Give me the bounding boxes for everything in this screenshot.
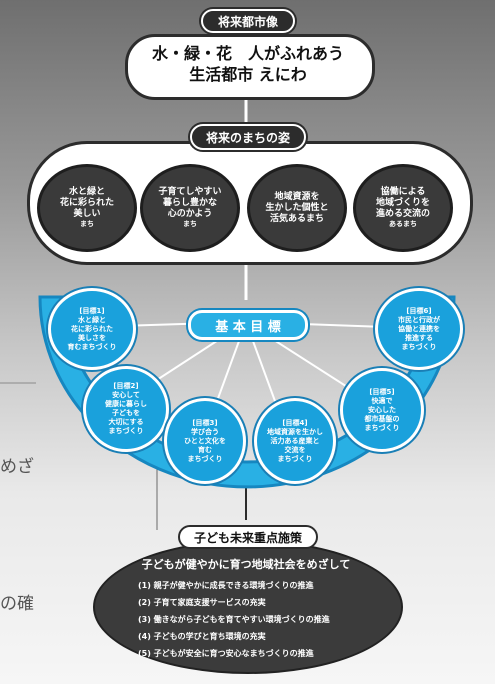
goal-line: 交流を xyxy=(284,445,306,454)
goal-head: [目標6] xyxy=(406,306,432,315)
kids-list-item: (3) 働きながら子どもを育てやすい環境づくりの推進 xyxy=(138,615,330,624)
goal-head: [目標5] xyxy=(369,387,395,396)
vision-tag: 将来都市像 xyxy=(201,9,295,33)
goal-line: 育む xyxy=(198,445,212,454)
goal-line: まちづくり xyxy=(364,423,400,432)
kids-list-item: (4) 子どもの学びと育ち環境の充実 xyxy=(138,632,266,641)
goal-line: 花に彩られた xyxy=(71,324,113,333)
future-item-line: 活気あるまち xyxy=(269,213,324,224)
future-item: 水と緑と花に彩られた美しいまち xyxy=(37,164,137,252)
goal-line: 子どもを xyxy=(112,409,140,417)
goal-line: 健康に暮らし xyxy=(105,400,147,408)
goal-head: [目標2] xyxy=(113,382,139,390)
goal-line: 大切にする xyxy=(108,418,144,426)
kids-title: 子どもが健やかに育つ地域社会をめざして xyxy=(141,558,351,571)
goal-line: 安心した xyxy=(368,405,396,414)
future-item-sub: あるまち xyxy=(389,220,417,228)
future-item-line: 暮らし豊かな xyxy=(162,198,217,208)
goal-line: 推進する xyxy=(405,333,433,342)
future-item-sub: まち xyxy=(80,220,94,228)
goal-line: 育むまちづくり xyxy=(67,342,117,351)
vision-line2: 生活都市 えにわ xyxy=(189,65,307,84)
goal-item: [目標5]快適で安心した都市基盤のまちづくり xyxy=(340,368,424,452)
vision-bubble xyxy=(125,34,375,100)
future-item-line: 生かした個性と xyxy=(265,202,329,213)
goal-line: 協働と連携を xyxy=(398,324,440,333)
goal-line: ひとと文化を xyxy=(184,436,226,445)
side-text-1: めざ xyxy=(0,457,34,477)
future-item-line: 地域資源を xyxy=(274,191,320,202)
future-item: 協働による地域づくりを進める交流のあるまち xyxy=(353,164,453,252)
goal-line: まちづくり xyxy=(401,342,437,351)
future-item-line: 協働による xyxy=(380,187,426,197)
goal-head: [目標3] xyxy=(192,418,218,427)
goal-line: 活力ある産業と xyxy=(270,436,320,445)
future-item-line: 地域づくりを xyxy=(375,198,430,208)
goal-item: [目標1]水と緑と花に彩られた美しさを育むまちづくり xyxy=(48,288,136,370)
future-item: 子育てしやすい暮らし豊かな心のかようまち xyxy=(140,164,240,252)
vision-line1: 水・緑・花 人がふれあう xyxy=(151,44,344,63)
goal-line: まちづくり xyxy=(187,454,223,463)
goal-line: 地域資源を生かし xyxy=(267,427,323,436)
goal-line: 安心して xyxy=(112,391,140,399)
goal-line: 市民と行政が xyxy=(398,315,440,324)
kids-list-item: (2) 子育て家庭支援サービスの充実 xyxy=(138,598,266,607)
future-item-line: 美しい xyxy=(73,209,101,219)
kids-bubble xyxy=(93,540,403,674)
kids-tag: 子ども未来重点施策 xyxy=(178,525,318,549)
future-tag: 将来のまちの姿 xyxy=(190,124,306,150)
goal-line: まちづくり xyxy=(108,427,144,435)
kids-list-item: (1) 親子が健やかに成長できる環境づくりの推進 xyxy=(138,581,314,590)
future-item: 地域資源を生かした個性と活気あるまち xyxy=(247,164,347,252)
goal-line: 水と緑と xyxy=(78,315,106,324)
kids-list-item: (5) 子どもが安全に育つ安心なまちづくりの推進 xyxy=(138,649,314,658)
future-item-line: 心のかよう xyxy=(167,209,213,219)
goal-line: 快適で xyxy=(371,396,393,405)
future-item-line: 子育てしやすい xyxy=(158,187,222,197)
goal-item: [目標3]学び合うひとと文化を育むまちづくり xyxy=(164,398,246,484)
future-item-line: 花に彩られた xyxy=(59,198,114,208)
goal-line: 美しさを xyxy=(78,333,106,342)
goal-item: [目標6]市民と行政が協働と連携を推進するまちづくり xyxy=(375,288,463,370)
goals-tag: 基 本 目 標 xyxy=(188,310,308,340)
future-item-line: 進める交流の xyxy=(375,209,430,219)
goal-head: [目標1] xyxy=(79,306,105,315)
future-item-sub: まち xyxy=(183,220,197,228)
goal-line: 都市基盤の xyxy=(364,414,400,423)
side-text-2: の確 xyxy=(0,594,34,614)
goal-item: [目標2]安心して健康に暮らし子どもを大切にするまちづくり xyxy=(83,366,169,452)
goal-line: まちづくり xyxy=(277,454,313,463)
goal-line: 学び合う xyxy=(191,427,219,436)
future-item-line: 水と緑と xyxy=(68,187,105,197)
goal-head: [目標4] xyxy=(282,418,308,427)
goal-item: [目標4]地域資源を生かし活力ある産業と交流をまちづくり xyxy=(254,398,336,484)
